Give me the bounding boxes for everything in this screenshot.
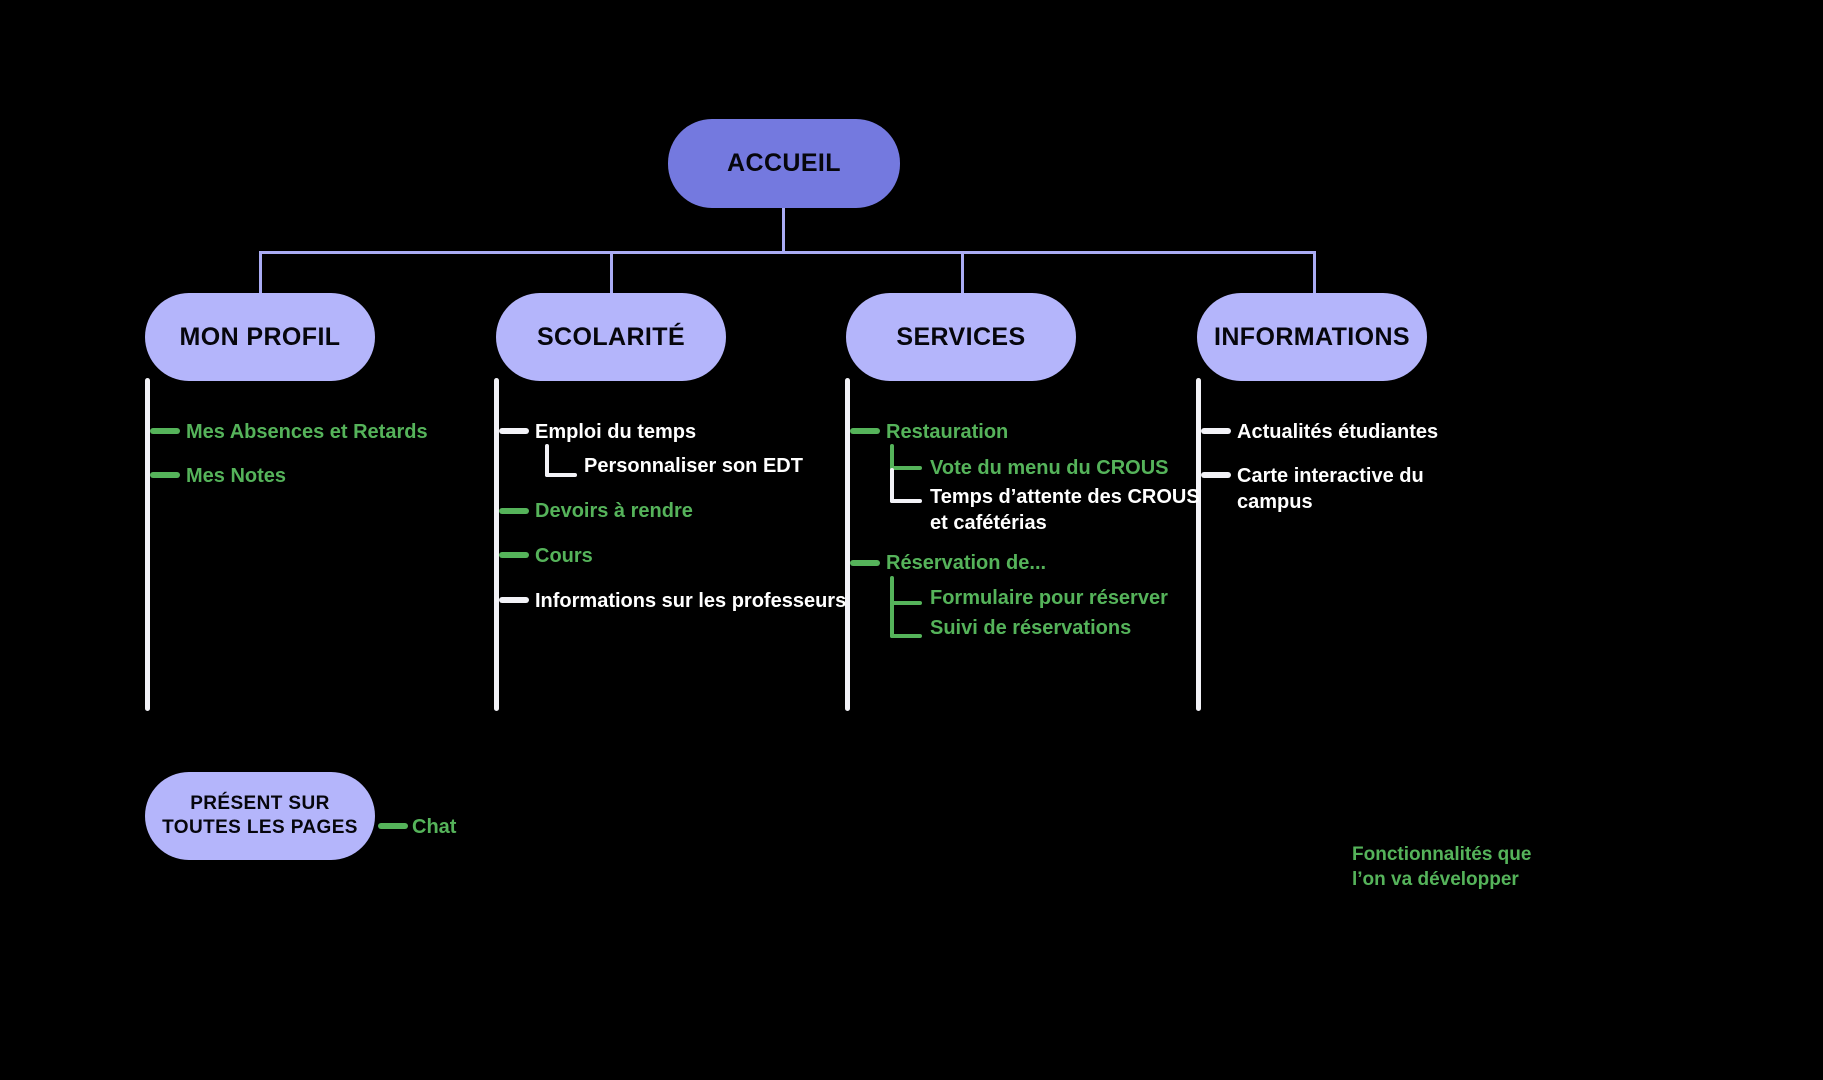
- node-mon-profil[interactable]: MON PROFIL: [145, 293, 375, 381]
- stub-devoirs-a-rendre: [499, 508, 529, 514]
- leaf-mes-absences-et-retards[interactable]: Mes Absences et Retards: [186, 421, 428, 443]
- rail-informations: [1196, 378, 1201, 711]
- leaf-reservation-de[interactable]: Réservation de...: [886, 552, 1047, 574]
- substub-temps-dattente-des-crous: [890, 499, 922, 503]
- stub-actualites-etudiantes: [1201, 428, 1231, 434]
- leaf-mes-notes[interactable]: Mes Notes: [186, 465, 287, 487]
- subrail-restauration-lower: [890, 468, 894, 503]
- leaf-actualites-etudiantes[interactable]: Actualités étudiantes: [1237, 421, 1439, 443]
- subrail-restauration-upper: [890, 444, 894, 471]
- substub-personnaliser-son-edt: [545, 473, 577, 477]
- subrail-emploi-du-temps: [545, 444, 549, 477]
- substub-formulaire-pour-reserver: [890, 601, 922, 605]
- riser-informations: [1313, 251, 1316, 296]
- root-drop-line: [782, 206, 785, 253]
- node-scolarite[interactable]: SCOLARITÉ: [496, 293, 726, 381]
- leaf-temps-dattente-des-crous[interactable]: Temps d’attente des CROUS et cafétérias: [930, 486, 1200, 534]
- legend-note: Fonctionnalités que l’on va développer: [1352, 844, 1532, 890]
- stub-emploi-du-temps: [499, 428, 529, 434]
- leaf-carte-interactive-du-campus[interactable]: Carte interactive du campus: [1237, 465, 1424, 513]
- riser-services: [961, 251, 964, 296]
- node-scolarite-label: SCOLARITÉ: [536, 322, 686, 351]
- stub-carte-interactive-du-campus: [1201, 472, 1231, 478]
- stub-chat: [378, 823, 408, 829]
- stub-mes-absences-et-retards: [150, 428, 180, 434]
- node-accueil[interactable]: ACCUEIL: [668, 119, 900, 208]
- node-services-label: SERVICES: [896, 322, 1026, 351]
- root-bus-line: [259, 251, 1316, 254]
- stub-cours: [499, 552, 529, 558]
- leaf-personnaliser-son-edt[interactable]: Personnaliser son EDT: [584, 455, 803, 477]
- leaf-formulaire-pour-reserver[interactable]: Formulaire pour réserver: [930, 587, 1168, 609]
- stub-mes-notes: [150, 472, 180, 478]
- rail-services: [845, 378, 850, 711]
- leaf-vote-du-menu-du-crous[interactable]: Vote du menu du CROUS: [930, 457, 1169, 479]
- riser-scolarite: [610, 251, 613, 296]
- leaf-chat[interactable]: Chat: [412, 816, 457, 838]
- riser-mon-profil: [259, 251, 262, 296]
- node-accueil-label: ACCUEIL: [727, 149, 841, 177]
- node-mon-profil-label: MON PROFIL: [179, 322, 341, 351]
- node-present-sur-toutes-les-pages-label: PRÉSENT SUR TOUTES LES PAGES: [162, 792, 358, 838]
- leaf-restauration[interactable]: Restauration: [886, 421, 1009, 443]
- leaf-suivi-de-reservations[interactable]: Suivi de réservations: [930, 617, 1132, 639]
- subrail-reservation: [890, 576, 894, 638]
- substub-suivi-de-reservations: [890, 634, 922, 638]
- leaf-cours[interactable]: Cours: [535, 545, 593, 567]
- leaf-emploi-du-temps[interactable]: Emploi du temps: [535, 421, 697, 443]
- stub-informations-sur-les-professeurs: [499, 597, 529, 603]
- node-informations-label: INFORMATIONS: [1214, 322, 1410, 351]
- node-informations[interactable]: INFORMATIONS: [1197, 293, 1427, 381]
- node-services[interactable]: SERVICES: [846, 293, 1076, 381]
- stub-reservation-de: [850, 560, 880, 566]
- stub-restauration: [850, 428, 880, 434]
- rail-scolarite: [494, 378, 499, 711]
- rail-mon-profil: [145, 378, 150, 711]
- leaf-devoirs-a-rendre[interactable]: Devoirs à rendre: [535, 500, 693, 522]
- leaf-informations-sur-les-professeurs[interactable]: Informations sur les professeurs: [535, 590, 847, 612]
- substub-vote-du-menu-du-crous: [890, 466, 922, 470]
- node-present-sur-toutes-les-pages[interactable]: PRÉSENT SUR TOUTES LES PAGES: [145, 772, 375, 860]
